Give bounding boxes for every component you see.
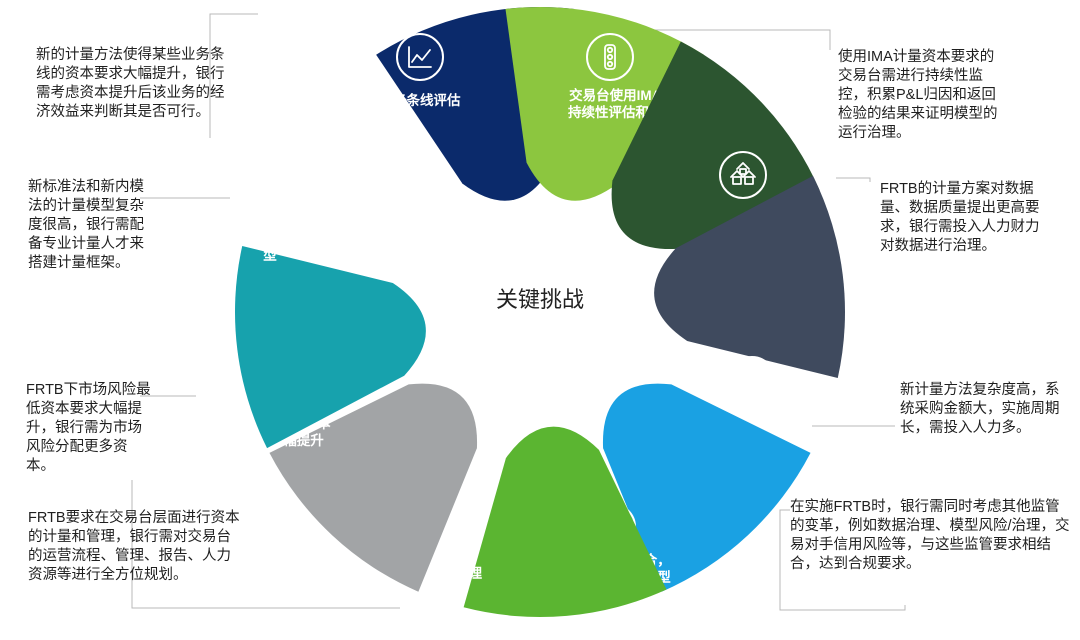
line-chart-icon xyxy=(396,33,444,81)
description-system-upgrade: 新计量方法复杂度高，系统采购金额大，实施周期长，需投入人力多。 xyxy=(900,382,1060,436)
segment-shape-other-reforms xyxy=(602,383,811,592)
connector-line-data-demand xyxy=(836,177,871,182)
description-complex-model: 新标准法和新内模法的计量模型复杂度很高，银行需配备专业计量人才来搭建计量框架。 xyxy=(28,179,144,271)
description-other-reforms: 在实施FRTB时，银行需同时考虑其他监管的变革，例如数据治理、模型风险/治理，交… xyxy=(790,499,1070,572)
segment-label-complex-model: 复杂的计量模型 xyxy=(229,230,311,263)
description-data-demand: FRTB的计量方案对数据量、数据质量提出更高要求，银行需投入人力财力对数据进行治… xyxy=(880,181,1040,254)
segment-shape-ima-desk xyxy=(505,6,704,201)
connector-line-business-line xyxy=(209,13,258,138)
description-business-line: 新的计量方法使得某些业务条线的资本要求大幅提升，银行需考虑资本提升后该业务的经济… xyxy=(36,47,225,120)
segment-shape-complex-model xyxy=(235,245,426,449)
network-icon xyxy=(728,356,776,404)
segment-shape-data-demand xyxy=(611,41,820,250)
segment-shape-market-risk-capital xyxy=(269,383,478,592)
traffic-light-icon xyxy=(586,33,634,81)
connector-line-other-reforms xyxy=(779,509,906,611)
segment-label-business-line: 业务条线评估 xyxy=(380,92,461,108)
segment-shape-system-upgrade xyxy=(654,175,845,379)
abacus-icon xyxy=(248,160,296,208)
description-market-risk-capital: FRTB下市场风险最低资本要求大幅提升，银行需为市场风险分配更多资本。 xyxy=(26,382,151,474)
description-desk-management: FRTB要求在交易台层面进行资本的计量和管理，银行需对交易台的运营流程、管理、报… xyxy=(28,510,240,583)
connector-line-desk-management xyxy=(131,480,400,609)
description-ima-desk: 使用IMA计量资本要求的交易台需进行持续性监控，积累P&L归因和返回检验的结果来… xyxy=(838,49,998,141)
segment-complex-model: 复杂的计量模型 xyxy=(229,160,426,449)
segment-shape-desk-management xyxy=(463,426,667,617)
connector-line-ima-desk xyxy=(643,29,831,50)
center-title: 关键挑战 xyxy=(495,287,584,312)
houses-icon xyxy=(719,151,767,199)
